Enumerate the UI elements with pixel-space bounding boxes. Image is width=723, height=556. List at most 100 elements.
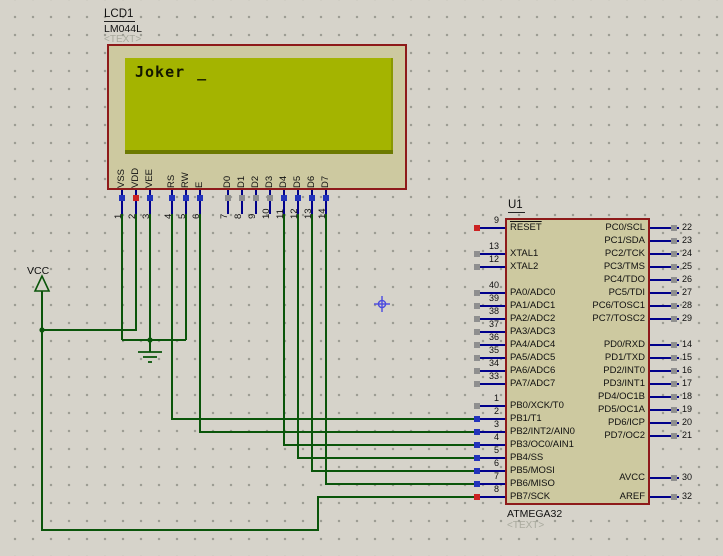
- lcd-pin-number: 4: [163, 213, 174, 219]
- mcu-pin-38[interactable]: [474, 318, 505, 320]
- wire-d4[interactable]: [283, 214, 474, 446]
- mcu-pin-34[interactable]: [474, 370, 505, 372]
- mcu-pin-6[interactable]: [474, 470, 505, 472]
- pin-state-indicator: [474, 368, 480, 374]
- pin-state-indicator: [671, 433, 677, 439]
- mcu-pin-13[interactable]: [474, 253, 505, 255]
- pin-state-indicator: [295, 195, 301, 201]
- mcu-pin-4[interactable]: [474, 444, 505, 446]
- pin-state-indicator: [253, 195, 259, 201]
- mcu-pin-28[interactable]: [650, 305, 679, 307]
- wire-d7[interactable]: [325, 214, 474, 485]
- mcu-pin-27[interactable]: [650, 292, 679, 294]
- lcd-pin-rs[interactable]: [171, 190, 173, 214]
- lcd-pin-vee[interactable]: [149, 190, 151, 214]
- mcu-pin-23[interactable]: [650, 240, 679, 242]
- wire-vdd-vcc[interactable]: [42, 214, 137, 331]
- pin-state-indicator: [474, 342, 480, 348]
- mcu-pin-26[interactable]: [650, 279, 679, 281]
- mcu-pin-12[interactable]: [474, 266, 505, 268]
- pin-state-indicator: [267, 195, 273, 201]
- mcu-pin-20[interactable]: [650, 422, 679, 424]
- lcd-pin-d0[interactable]: [227, 190, 229, 214]
- lcd-pin-d7[interactable]: [325, 190, 327, 214]
- mcu-pin-number: 20: [682, 417, 693, 427]
- lcd-display: Joker _: [135, 63, 207, 81]
- mcu-pin-25[interactable]: [650, 266, 679, 268]
- wire-vcc-rail[interactable]: [41, 291, 474, 531]
- lcd-pin-d4[interactable]: [283, 190, 285, 214]
- wire-rs[interactable]: [171, 214, 474, 420]
- mcu-pin-label: PC0/SCL: [605, 222, 645, 233]
- mcu-pin-label: PB4/SS: [510, 452, 544, 463]
- lcd-pin-d5[interactable]: [297, 190, 299, 214]
- pin-state-indicator: [671, 494, 677, 500]
- mcu-pin-7[interactable]: [474, 483, 505, 485]
- mcu-pin-number: 6: [493, 458, 499, 468]
- mcu-pin-label: PB3/OC0/AIN1: [510, 439, 574, 450]
- mcu-pin-2[interactable]: [474, 418, 505, 420]
- pin-state-indicator: [133, 195, 139, 201]
- mcu-pin-label: PD2/INT0: [603, 365, 645, 376]
- mcu-pin-36[interactable]: [474, 344, 505, 346]
- pin-state-indicator: [147, 195, 153, 201]
- mcu-pin-1[interactable]: [474, 405, 505, 407]
- mcu-pin-5[interactable]: [474, 457, 505, 459]
- wire-e[interactable]: [199, 214, 474, 433]
- wire-d5[interactable]: [297, 214, 474, 459]
- mcu-pin-label: XTAL2: [510, 261, 539, 272]
- mcu-pin-19[interactable]: [650, 409, 679, 411]
- mcu-pin-39[interactable]: [474, 305, 505, 307]
- mcu-pin-18[interactable]: [650, 396, 679, 398]
- mcu-pin-21[interactable]: [650, 435, 679, 437]
- lcd-pin-vss[interactable]: [121, 190, 123, 214]
- mcu-pin-33[interactable]: [474, 383, 505, 385]
- lcd-pin-name-label: D0: [222, 175, 233, 188]
- mcu-pin-number: 7: [493, 471, 499, 481]
- mcu-body[interactable]: [505, 218, 650, 505]
- mcu-pin-30[interactable]: [650, 477, 679, 479]
- lcd-text-annotation: <TEXT>: [104, 34, 142, 45]
- wire-d6[interactable]: [311, 214, 474, 472]
- mcu-pin-label: PD5/OC1A: [598, 404, 645, 415]
- pin-state-indicator: [671, 264, 677, 270]
- mcu-pin-32[interactable]: [650, 496, 679, 498]
- mcu-pin-14[interactable]: [650, 344, 679, 346]
- vcc-label[interactable]: VCC: [27, 265, 50, 277]
- lcd-pin-d2[interactable]: [255, 190, 257, 214]
- mcu-pin-9[interactable]: [474, 227, 505, 229]
- mcu-pin-35[interactable]: [474, 357, 505, 359]
- lcd-model-label[interactable]: LM044L: [104, 23, 142, 35]
- mcu-pin-number: 21: [682, 430, 693, 440]
- mcu-pin-15[interactable]: [650, 357, 679, 359]
- mcu-pin-number: 2: [493, 406, 499, 416]
- vcc-power-symbol[interactable]: [33, 274, 51, 292]
- mcu-pin-40[interactable]: [474, 292, 505, 294]
- pin-state-indicator: [239, 195, 245, 201]
- lcd-ref-label[interactable]: LCD1: [104, 8, 136, 22]
- lcd-pin-e[interactable]: [199, 190, 201, 214]
- mcu-pin-16[interactable]: [650, 370, 679, 372]
- mcu-pin-17[interactable]: [650, 383, 679, 385]
- lcd-pin-d6[interactable]: [311, 190, 313, 214]
- mcu-pin-label: PA6/ADC6: [510, 365, 556, 376]
- lcd-pin-number: 14: [317, 208, 328, 219]
- mcu-ref-label[interactable]: U1: [508, 199, 525, 213]
- lcd-pin-vdd[interactable]: [135, 190, 137, 214]
- mcu-pin-24[interactable]: [650, 253, 679, 255]
- mcu-pin-22[interactable]: [650, 227, 679, 229]
- mcu-pin-29[interactable]: [650, 318, 679, 320]
- pin-state-indicator: [474, 403, 480, 409]
- lcd-body[interactable]: Joker _: [107, 44, 407, 190]
- mcu-pin-8[interactable]: [474, 496, 505, 498]
- mcu-model-label[interactable]: ATMEGA32: [507, 508, 563, 520]
- lcd-pin-rw[interactable]: [185, 190, 187, 214]
- lcd-pin-d1[interactable]: [241, 190, 243, 214]
- ground-symbol[interactable]: [138, 351, 162, 363]
- lcd-pin-d3[interactable]: [269, 190, 271, 214]
- mcu-pin-3[interactable]: [474, 431, 505, 433]
- lcd-pin-number: 13: [303, 208, 314, 219]
- mcu-pin-37[interactable]: [474, 331, 505, 333]
